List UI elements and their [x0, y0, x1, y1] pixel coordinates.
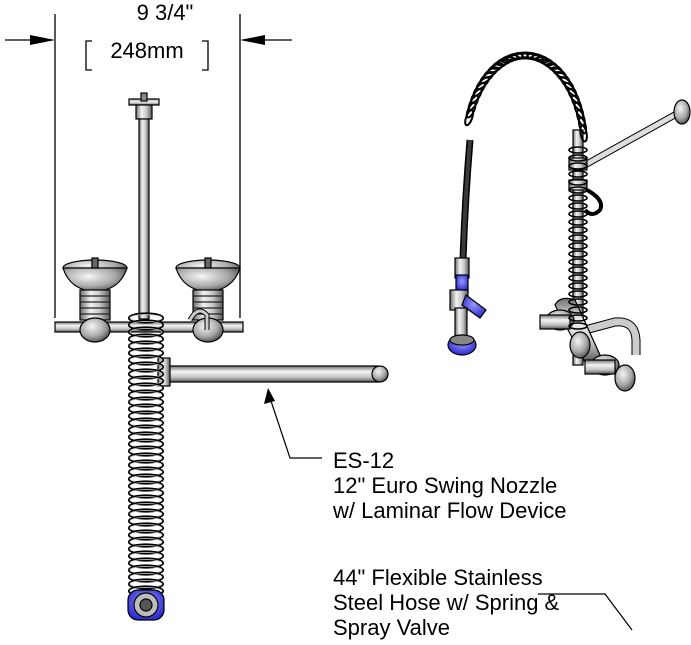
coil-ring [127, 312, 165, 324]
coil-ring [568, 186, 588, 194]
coil-ring [568, 298, 588, 306]
metric-bracket [85, 40, 209, 71]
coil-ring [568, 322, 588, 330]
coil-ring [127, 340, 165, 352]
coil-ring [127, 578, 165, 590]
coil-ring [127, 354, 165, 366]
coil-ring [568, 170, 588, 178]
coil-ring [127, 326, 165, 338]
coil-ring [127, 522, 165, 534]
coil-ring [568, 194, 588, 202]
coil-ring [127, 536, 165, 548]
coil-ring [127, 319, 165, 331]
coil-ring [127, 438, 165, 450]
dimension-metric-label: 248mm [110, 38, 184, 63]
coil-ring [577, 116, 588, 135]
coil-ring [127, 515, 165, 527]
coil-ring [127, 529, 165, 541]
coil-ring [568, 274, 588, 282]
hose-callout-line3: Spray Valve [333, 615, 450, 640]
coil-ring [127, 564, 165, 576]
leader-arrow-nozzle [264, 388, 275, 404]
coil-ring [127, 417, 165, 429]
coil-ring [568, 226, 588, 234]
coil-ring [127, 382, 165, 394]
coil-ring [568, 202, 588, 210]
coil-ring [568, 242, 588, 250]
coil-ring [127, 396, 165, 408]
coil-ring [127, 459, 165, 471]
coil-ring [568, 146, 588, 154]
coil-ring [127, 508, 165, 520]
hose-callout: 44" Flexible Stainless Steel Hose w/ Spr… [333, 565, 559, 640]
hose-right [459, 139, 474, 261]
spray-valve-right [447, 257, 487, 356]
right-faucet-iso-view [539, 99, 691, 392]
dimension-imperial-label: 9 3/4" [136, 0, 194, 25]
spray-valve-left [127, 589, 165, 621]
dimension-arrow-left [30, 35, 55, 45]
coil-ring [127, 347, 165, 359]
coil-ring [568, 314, 588, 322]
coil-ring [568, 258, 588, 266]
coil-ring [127, 368, 165, 380]
coil-ring [127, 445, 165, 457]
coil-ring [127, 480, 165, 492]
coil-ring [568, 218, 588, 226]
coil-ring [568, 266, 588, 274]
coil-ring [568, 306, 588, 314]
coil-ring [568, 210, 588, 218]
coil-ring [568, 282, 588, 290]
coiled-hose-right [464, 51, 588, 330]
hose-callout-line1: 44" Flexible Stainless [333, 565, 543, 590]
coil-ring [127, 410, 165, 422]
coil-ring [579, 124, 588, 143]
coil-ring [568, 234, 588, 242]
coil-ring [568, 162, 588, 170]
coil-ring [127, 389, 165, 401]
coil-ring [127, 452, 165, 464]
coil-ring [127, 333, 165, 345]
coil-ring [127, 550, 165, 562]
nozzle-callout-line3: w/ Laminar Flow Device [333, 498, 567, 523]
nozzle-callout-line1: ES-12 [333, 448, 395, 473]
coil-ring [127, 361, 165, 373]
coil-ring [568, 250, 588, 258]
dimension-arrow-right [240, 35, 265, 45]
coil-ring [127, 571, 165, 583]
coil-ring [127, 543, 165, 555]
coil-ring [127, 494, 165, 506]
coil-ring [127, 473, 165, 485]
coil-ring [127, 557, 165, 569]
leader-lines [269, 397, 633, 631]
coil-ring [568, 178, 588, 186]
coil-ring [127, 424, 165, 436]
coil-ring [127, 375, 165, 387]
coil-ring [127, 501, 165, 513]
nozzle-callout-line2: 12" Euro Swing Nozzle [333, 473, 558, 498]
coil-ring [127, 487, 165, 499]
coiled-hose-left [127, 312, 165, 597]
coil-ring [568, 290, 588, 298]
coil-ring [127, 403, 165, 415]
coil-ring [127, 431, 165, 443]
nozzle-callout: ES-12 12" Euro Swing Nozzle w/ Laminar F… [333, 448, 567, 523]
coil-ring [568, 154, 588, 162]
hose-callout-line2: Steel Hose w/ Spring & [333, 590, 560, 615]
left-faucet-front-view [54, 92, 389, 387]
coil-ring [127, 466, 165, 478]
